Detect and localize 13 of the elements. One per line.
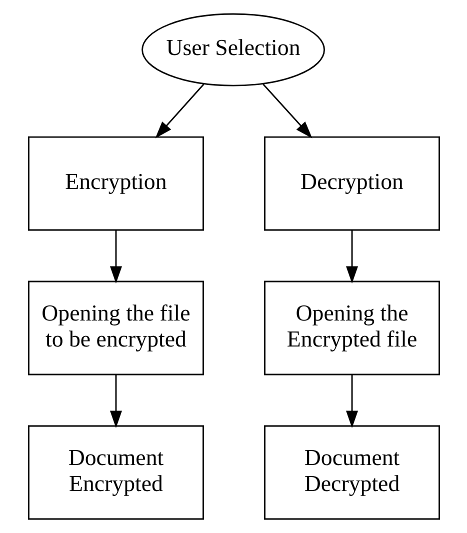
arrow <box>109 374 122 428</box>
node-box: Document Decrypted <box>264 425 440 520</box>
node-box: Opening the file to be encrypted <box>28 280 204 376</box>
arrow <box>262 84 312 138</box>
node-box: Opening the Encrypted file <box>264 280 440 376</box>
node-box: Document Encrypted <box>28 425 204 520</box>
arrow <box>346 230 358 284</box>
arrow <box>109 230 122 284</box>
node-box: Decryption <box>264 136 440 231</box>
arrow <box>154 84 204 138</box>
node-box: Encryption <box>28 136 204 231</box>
node-ellipse: User Selection <box>141 13 324 86</box>
arrow <box>346 374 358 428</box>
